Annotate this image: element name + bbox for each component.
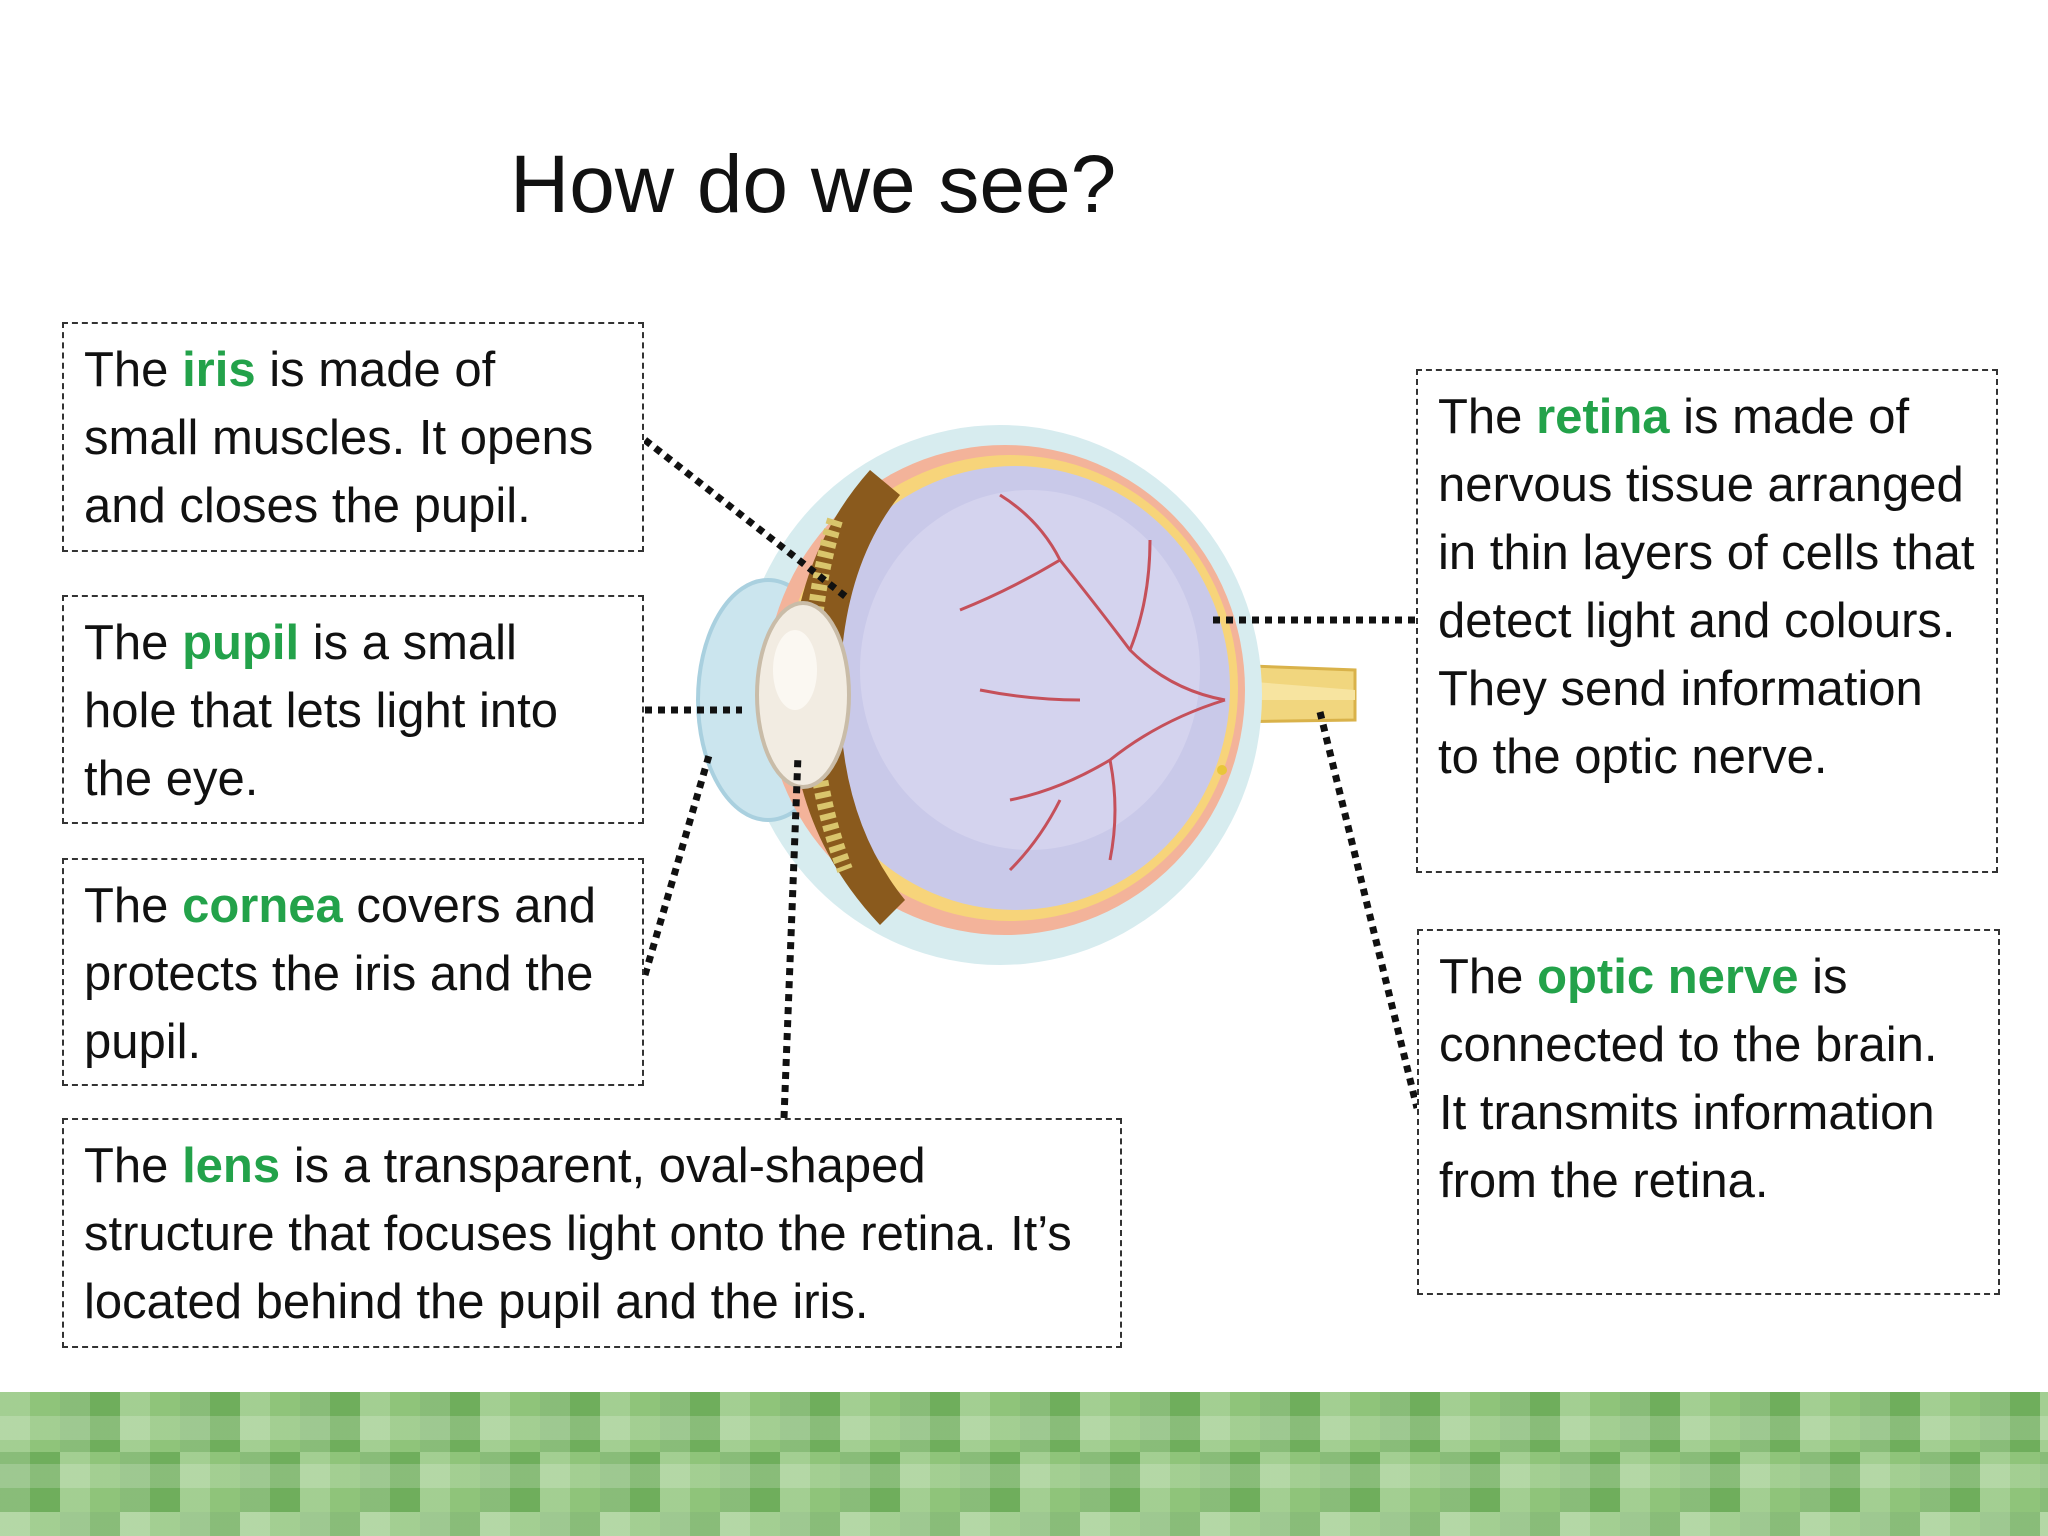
cornea-leader-line [641, 751, 714, 976]
cornea-term: cornea [182, 879, 343, 933]
iris-leader-line [642, 437, 853, 603]
lens-label-box: The lens is a transparent, oval-shaped s… [62, 1118, 1122, 1348]
eye-diagram [641, 425, 1421, 1119]
lens-leader-line [780, 754, 802, 1119]
eye-cross-section-illustration [696, 425, 1357, 965]
pupil-term: pupil [182, 616, 300, 670]
checkered-footer-overlay [0, 1392, 2048, 1536]
optic-nerve-description: The optic nerve is connected to the brai… [1439, 950, 1938, 1208]
cornea-label-box: The cornea covers and protects the iris … [62, 858, 644, 1086]
lens-description: The lens is a transparent, oval-shaped s… [84, 1139, 1072, 1329]
pupil-description: The pupil is a small hole that lets ligh… [84, 616, 558, 806]
leader-lines [641, 437, 1421, 1119]
checkered-footer-band [0, 1392, 2048, 1536]
optic-nerve-leader-line [1316, 711, 1421, 1109]
iris-label-box: The iris is made of small muscles. It op… [62, 322, 644, 552]
optic-nerve-label-box: The optic nerve is connected to the brai… [1417, 929, 2000, 1295]
retina-term: retina [1536, 390, 1670, 444]
optic-nerve-term: optic nerve [1537, 950, 1799, 1004]
iris-term: iris [182, 343, 256, 397]
cornea-description: The cornea covers and protects the iris … [84, 879, 597, 1069]
retina-description: The retina is made of nervous tissue arr… [1438, 390, 1975, 784]
page-title: How do we see? [510, 139, 1117, 230]
iris-description: The iris is made of small muscles. It op… [84, 343, 594, 533]
pupil-label-box: The pupil is a small hole that lets ligh… [62, 595, 644, 824]
retina-label-box: The retina is made of nervous tissue arr… [1416, 369, 1998, 873]
lens-term: lens [182, 1139, 281, 1193]
